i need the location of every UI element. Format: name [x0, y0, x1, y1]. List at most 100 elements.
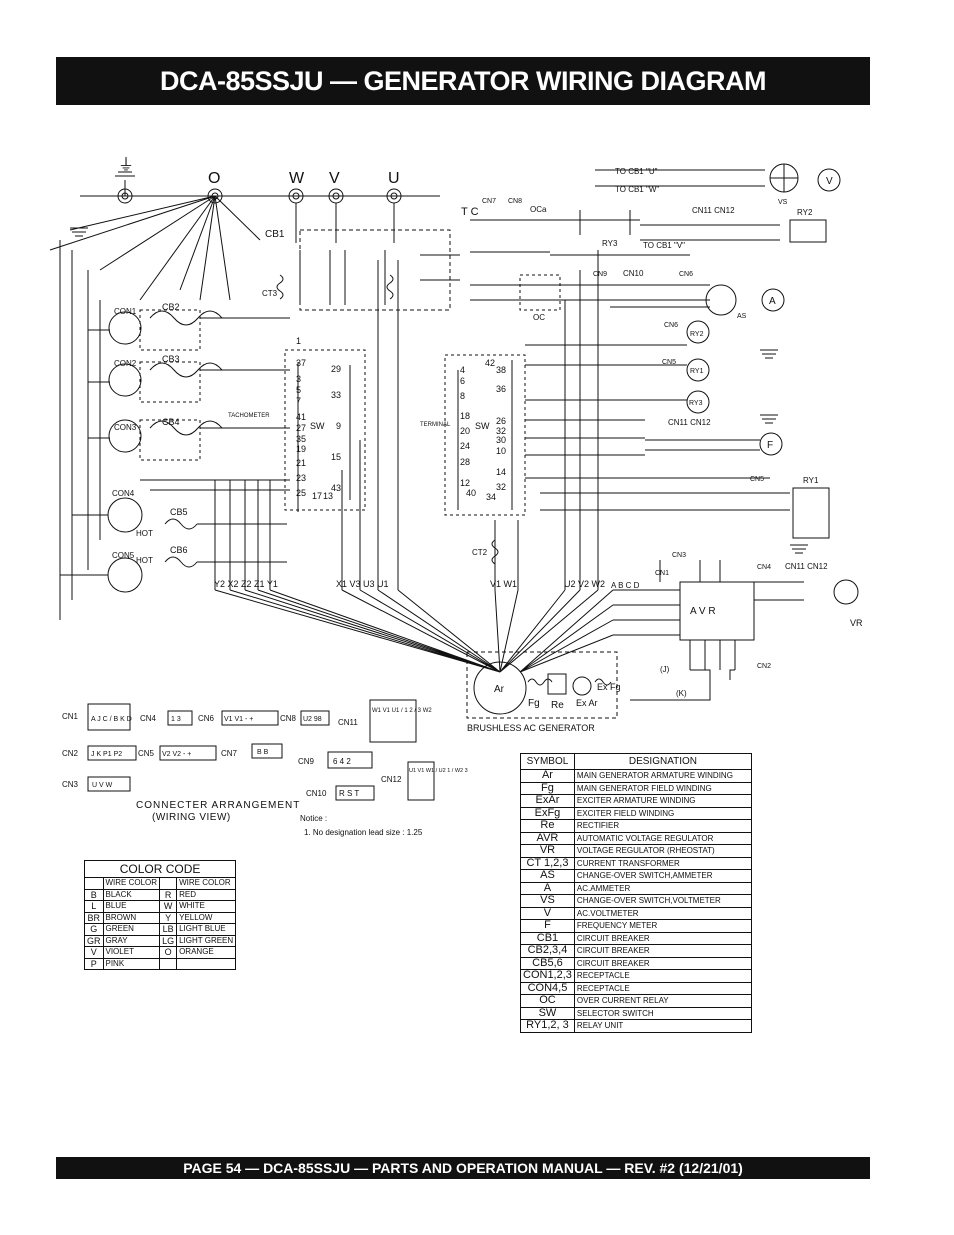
symbol: ExAr: [520, 794, 575, 808]
tachometer-label: TACHOMETER: [228, 413, 270, 419]
color-name: PINK: [102, 957, 161, 970]
sw-right-label: SW: [475, 421, 490, 431]
footer-bar: PAGE 54 — DCA-85SSJU — PARTS AND OPERATI…: [56, 1157, 870, 1179]
fg-label: Fg: [528, 698, 540, 709]
sw-terminal: 9: [336, 421, 341, 431]
connector-name: CN3: [62, 780, 79, 789]
sw-left-terminals: 37 1 3 5 7 41 27 35 19 21 23 25 17 13: [296, 336, 333, 501]
color-name: ORANGE: [176, 946, 237, 959]
symbol: CT 1,2,3: [520, 856, 575, 870]
ct2-label: CT2: [472, 548, 488, 557]
connector-pins: U2 98: [303, 716, 322, 723]
ry1-mid-label: RY1: [690, 368, 704, 375]
brushless-generator-label: BRUSHLESS AC GENERATOR: [467, 723, 595, 733]
symbol: V: [520, 906, 575, 920]
color-name: [176, 957, 237, 970]
sw-terminal: 12: [460, 478, 470, 488]
terminal-u-label: U: [388, 170, 400, 187]
footer-text: PAGE 54 — DCA-85SSJU — PARTS AND OPERATI…: [183, 1160, 743, 1176]
abcd-leads-label: A B C D: [611, 581, 640, 590]
notice-title: Notice :: [300, 814, 328, 823]
designation: FREQUENCY METER: [573, 919, 753, 933]
notice: Notice : 1. No designation lead size : 1…: [300, 812, 422, 840]
sw-terminal: 13: [323, 491, 333, 501]
connector-pins: V2 V2 - +: [162, 751, 191, 758]
color-name: GRAY: [102, 934, 161, 947]
symbol: AS: [520, 869, 575, 883]
symbol: RY1,2, 3: [520, 1019, 575, 1033]
cn5-relay-label: CN5: [662, 359, 676, 366]
ry2-top-label: RY2: [797, 208, 813, 217]
tc-label: T C: [461, 206, 479, 218]
color-name: VIOLET: [102, 946, 161, 959]
sw-terminal: 37: [296, 358, 306, 368]
designation: CURRENT TRANSFORMER: [573, 856, 753, 870]
connector-labels: CN1 A J C / B K D CN2 J K P1 P2 CN3 U V …: [62, 708, 468, 798]
cb6-label: CB6: [170, 545, 188, 555]
color-code: BR: [84, 911, 104, 924]
designation: MAIN GENERATOR FIELD WINDING: [573, 781, 753, 795]
sw-terminal: 27: [296, 423, 306, 433]
sw-left-label: SW: [310, 421, 325, 431]
connector-name: CN1: [62, 712, 79, 721]
sw-terminal: 32: [496, 482, 506, 492]
sw-terminal: 25: [296, 488, 306, 498]
connector-pins: R S T: [339, 789, 359, 798]
sw-terminal: 1: [296, 336, 301, 346]
cn9-label: CN9: [593, 271, 607, 278]
designation: AUTOMATIC VOLTAGE REGULATOR: [573, 831, 753, 845]
symbol-header: SYMBOL: [520, 753, 575, 770]
sw-terminal: 19: [296, 444, 306, 454]
sw-terminal: 26: [496, 416, 506, 426]
designation: AC.AMMETER: [573, 881, 753, 895]
cn1-label: CN1: [655, 570, 669, 577]
avr-label: A V R: [690, 606, 716, 617]
symbol: OC: [520, 994, 575, 1008]
sw-terminal: 21: [296, 458, 306, 468]
connector-pins: V1 V1 - +: [224, 716, 253, 723]
ry2-label: RY2: [690, 331, 704, 338]
con4-label: CON4: [112, 489, 135, 498]
ry1-label: RY1: [803, 476, 819, 485]
hot-label-2: HOT: [136, 556, 153, 565]
sw-terminal: 34: [486, 492, 496, 502]
freq-meter-label: F: [767, 440, 773, 451]
color-code: [159, 957, 178, 970]
sw-terminal: 3: [296, 374, 301, 384]
sw-terminal: 5: [296, 385, 301, 395]
cb1-label: CB1: [265, 229, 285, 240]
sw-far-terminals: 42 38 36 26 32 30 10 14 32 34: [485, 358, 506, 502]
terminal-label: TERMINAL: [420, 422, 451, 428]
color-code: P: [84, 957, 104, 970]
color-name: RED: [176, 888, 237, 901]
cb5-label: CB5: [170, 507, 188, 517]
color-name: WHITE: [176, 900, 237, 913]
designation: CHANGE-OVER SWITCH,VOLTMETER: [573, 894, 753, 908]
to-cb1-u-label: TO CB1 "U": [615, 167, 658, 176]
designation: CIRCUIT BREAKER: [573, 956, 753, 970]
sw-terminal: 6: [460, 376, 465, 386]
color-name: BLUE: [102, 900, 161, 913]
cn11-cn12-mid-label: CN11 CN12: [668, 418, 711, 427]
sw-terminal: 8: [460, 391, 465, 401]
connector-arrangement: [87, 699, 435, 801]
color-code: B: [84, 888, 104, 901]
sw-terminal: 15: [331, 452, 341, 462]
symbol: VS: [520, 894, 575, 908]
connector-arrangement-caption: CONNECTER ARRANGEMENT: [136, 800, 301, 811]
sw-terminal: 42: [485, 358, 495, 368]
hot-label-1: HOT: [136, 529, 153, 538]
sw-terminal: 7: [296, 396, 301, 406]
connector-pins: B B: [257, 749, 269, 756]
